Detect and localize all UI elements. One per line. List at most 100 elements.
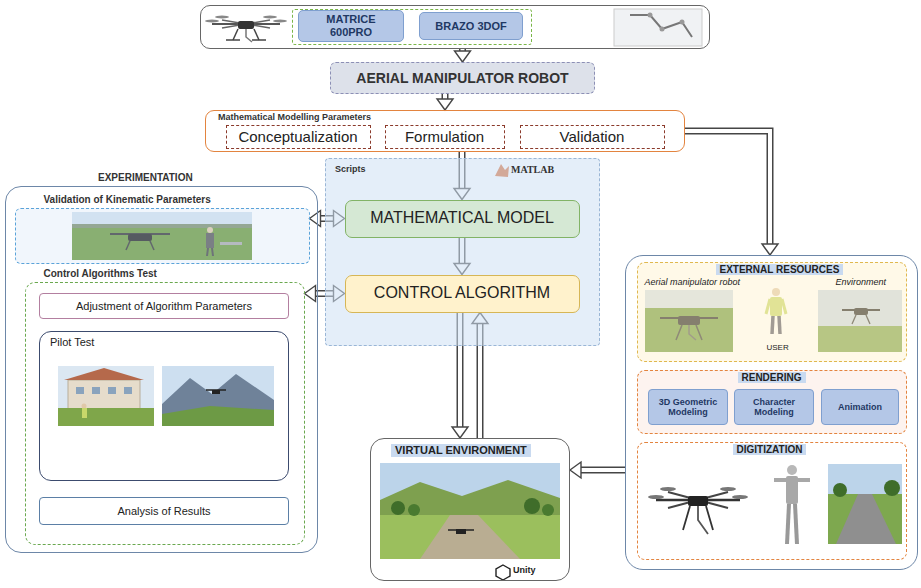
drone-photo [254,29,259,40]
pilot-test-panel: Pilot Test [39,331,289,481]
hardware-panel: MATRICE 600PRO BRAZO 3DOF [200,5,710,49]
drone-photo [226,39,240,41]
flow-arrow [452,427,468,438]
box-heading: DIGITIZATION [733,444,807,456]
box-heading: Environment [836,277,887,287]
scene-render [836,494,896,544]
box-label: 3D Geometric Modeling [655,397,721,418]
pilot-photo-building [76,387,84,394]
parameters-panel: Mathematical Modelling ParametersConcept… [205,110,685,152]
virtual-landscape [408,504,420,516]
virtual-landscape [380,515,560,559]
virtual-landscape [456,529,466,534]
unity-logo [496,565,510,580]
stage-box: Validation [520,125,665,150]
box-heading: Scripts [335,164,366,174]
flow-arrow [437,94,453,110]
flow-arrow [685,131,770,245]
flow-arrow [455,49,471,62]
pilot-photo-building [82,404,87,409]
scene-render [833,483,847,497]
character-render [795,504,797,544]
drone-photo [205,20,219,23]
pilot-photo-building [58,408,154,426]
resources-panel: EXTERNAL RESOURCESAerial manipulator rob… [625,255,918,570]
flow-arrow [581,468,626,472]
step-box: Analysis of Results [39,497,289,525]
render-step-box: Character Modeling [734,389,814,425]
drone-render [732,495,748,499]
character-render [787,465,797,475]
pilot-photo-mountain [162,366,274,426]
box-label: Conceptualization [238,128,357,145]
flow-arrow [305,286,316,302]
box-label: Adjustment of Algorithm Parameters [76,300,252,313]
pilot-photo-building [58,366,154,426]
drone-render [706,506,713,530]
render-step-box: Animation [821,389,899,425]
drone-photo [246,29,252,42]
virtual-landscape [380,463,560,559]
scene-render [828,494,902,544]
drone-photo [273,20,287,23]
drone-render [648,487,748,534]
experimentation-panel: EXPERIMENTATIONValidation of Kinematic P… [5,186,318,553]
box-label: Formulation [405,128,484,145]
flow-arrow [437,99,453,110]
pilot-photo-mountain [162,374,274,426]
virtual-landscape [380,480,560,559]
component-box: BRAZO 3DOF [419,12,523,40]
pilot-photo-building [58,366,154,426]
box-heading: RENDERING [738,372,806,384]
arm-sketch [648,13,653,18]
test-panel: Control Algorithms TestAdjustment of Alg… [25,282,305,545]
box-label: CONTROL ALGORITHM [374,284,550,302]
scene-render [828,464,902,544]
drone-photo [222,20,270,28]
arm-sketch [614,9,702,46]
virtual-landscape [524,498,540,514]
pilot-photo-mountain [212,390,220,394]
drone-render [720,487,736,491]
flow-arrow [570,462,581,478]
arm-sketch [614,9,702,46]
model-box: MATHEMATICAL MODEL [345,200,580,238]
drone-photo [238,21,254,29]
box-heading: Control Algorithms Test [44,268,157,280]
render-step-box: 3D Geometric Modeling [648,389,728,425]
character-render [787,504,789,544]
system-box: AERIAL MANIPULATOR ROBOT [330,62,595,94]
flow-arrow [570,462,625,478]
pilot-photo-building [82,408,87,418]
pilot-photo-building [68,380,140,410]
virtual-landscape [380,463,560,559]
stage-box: Formulation [385,125,505,150]
box-label: Character Modeling [741,397,807,418]
flow-arrow [455,51,471,62]
pilot-photo-mountain [162,406,274,426]
box-label: Analysis of Results [118,505,211,518]
box-label: AERIAL MANIPULATOR ROBOT [356,70,568,86]
component-group: MATRICE 600PRO BRAZO 3DOF [292,9,532,45]
drone-render [698,506,708,534]
arm-sketch [680,20,685,25]
box-heading: Aerial manipulator robot [645,277,741,287]
step-box: Adjustment of Algorithm Parameters [39,293,289,319]
box-label: Validation [560,128,625,145]
drone-render [648,495,664,499]
validation-panel: Validation of Kinematic Parameters [15,208,310,264]
rendering-box: RENDERING 3D Geometric Modeling Character … [637,370,907,434]
component-box: MATRICE 600PRO [298,10,404,42]
box-heading: Validation of Kinematic Parameters [44,194,211,206]
pilot-photo-building [108,387,116,394]
pilot-photo-building [64,368,144,380]
box-label: MATRICE 600PRO [306,13,396,38]
unity-logo [496,565,510,580]
drone-photo [263,16,277,19]
pilot-photo-mountain [162,366,274,426]
box-heading: VIRTUAL ENVIRONMENT [391,444,531,457]
flow-arrow [685,131,770,245]
box-heading: Mathematical Modelling Parameters [218,112,371,122]
virtual-landscape [542,504,554,516]
